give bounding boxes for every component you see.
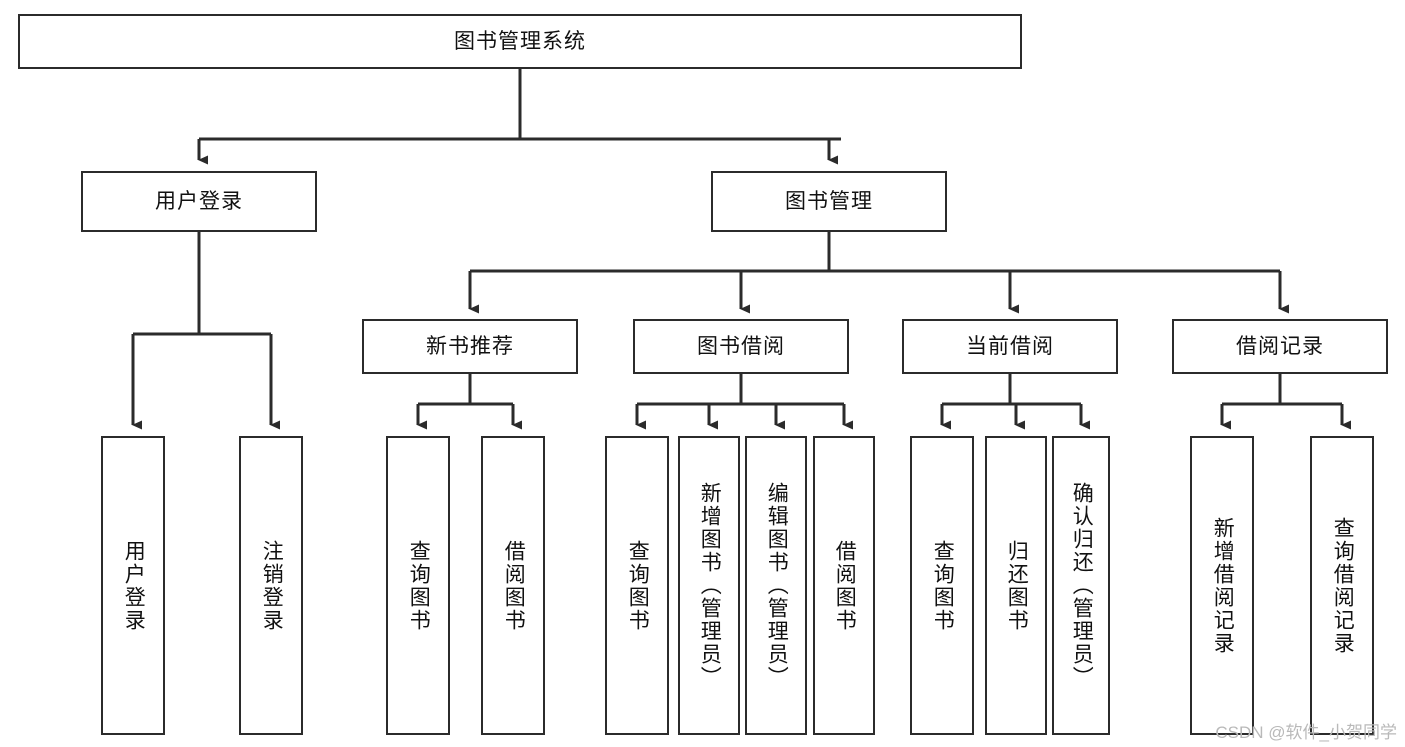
node-label: 图书借阅 [697,334,785,358]
node-label: 查询图书 [931,539,955,632]
node-borrow-record[interactable]: 借阅记录 [1172,319,1388,374]
node-leaf-rec-borrow-book[interactable]: 借阅图书 [481,436,545,735]
node-label: 新增图书（管理员） [698,482,722,689]
csdn-watermark: CSDN @软件_小贺同学 [1215,723,1397,742]
node-label: 编辑图书（管理员） [765,482,789,689]
node-leaf-cb-confirm-return[interactable]: 确认归还（管理员） [1052,436,1110,735]
node-label: 新增借阅记录 [1211,516,1235,655]
node-label: 当前借阅 [966,334,1054,358]
node-leaf-user-login[interactable]: 用户登录 [101,436,165,735]
node-label: 注销登录 [260,539,284,632]
node-label: 确认归还（管理员） [1070,482,1094,689]
node-label: 图书管理 [785,189,873,213]
node-label: 查询借阅记录 [1331,516,1355,655]
node-label: 图书管理系统 [454,29,586,53]
node-leaf-bb-edit-book[interactable]: 编辑图书（管理员） [745,436,807,735]
node-leaf-cb-query-book[interactable]: 查询图书 [910,436,974,735]
node-leaf-cb-return-book[interactable]: 归还图书 [985,436,1047,735]
node-user-login[interactable]: 用户登录 [81,171,317,232]
node-leaf-bb-add-book[interactable]: 新增图书（管理员） [678,436,740,735]
node-leaf-bb-borrow-book[interactable]: 借阅图书 [813,436,875,735]
node-label: 借阅图书 [833,539,857,632]
node-root-system[interactable]: 图书管理系统 [18,14,1022,69]
node-book-manage[interactable]: 图书管理 [711,171,947,232]
node-leaf-bb-query-book[interactable]: 查询图书 [605,436,669,735]
node-label: 借阅记录 [1236,334,1324,358]
node-current-borrow[interactable]: 当前借阅 [902,319,1118,374]
node-leaf-br-add-record[interactable]: 新增借阅记录 [1190,436,1254,735]
node-label: 借阅图书 [502,539,526,632]
node-label: 查询图书 [626,539,650,632]
node-label: 用户登录 [122,539,146,632]
node-label: 归还图书 [1005,539,1029,632]
node-label: 用户登录 [155,189,243,213]
node-label: 新书推荐 [426,334,514,358]
node-new-book-rec[interactable]: 新书推荐 [362,319,578,374]
node-leaf-br-query-record[interactable]: 查询借阅记录 [1310,436,1374,735]
node-label: 查询图书 [407,539,431,632]
node-leaf-rec-query-book[interactable]: 查询图书 [386,436,450,735]
node-book-borrow[interactable]: 图书借阅 [633,319,849,374]
node-leaf-logout[interactable]: 注销登录 [239,436,303,735]
